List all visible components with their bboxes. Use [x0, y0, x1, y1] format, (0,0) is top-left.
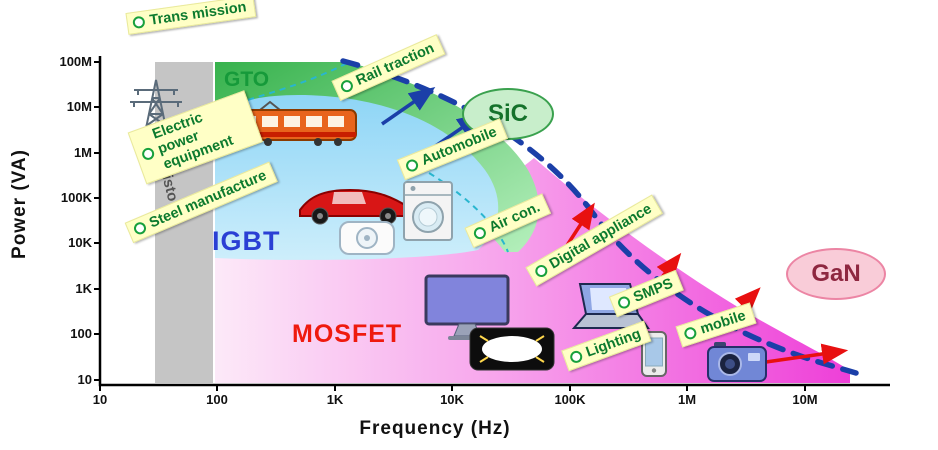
y-tick-100m: 100M [59, 54, 92, 69]
x-tick-1k: 1K [326, 392, 344, 407]
y-tick-marks [94, 61, 100, 381]
x-tick-100k: 100K [554, 392, 586, 407]
igbt-label: IGBT [212, 226, 281, 256]
smartphone-icon [641, 331, 667, 377]
bullet-icon [472, 225, 488, 242]
camera-icon [707, 342, 767, 382]
bullet-icon [339, 78, 355, 95]
bullet-icon [132, 15, 146, 30]
x-axis-label: Frequency (Hz) [359, 418, 511, 439]
x-tick-1m: 1M [677, 392, 697, 407]
y-axis-label: Power (VA) [9, 149, 30, 259]
y-tick-10k: 10K [68, 235, 92, 250]
bullet-icon [682, 325, 698, 341]
y-tick-100: 100 [70, 326, 92, 341]
bullet-icon [404, 157, 420, 174]
x-tick-10: 10 [92, 392, 108, 407]
air-conditioner-icon [339, 221, 395, 255]
x-tick-10k: 10K [440, 392, 464, 407]
y-tick-10: 10 [77, 372, 92, 387]
gan-badge: GaN [786, 248, 886, 300]
gto-label: GTO [224, 68, 270, 91]
bullet-icon [616, 294, 632, 311]
ceiling-light-icon [469, 327, 555, 371]
x-tick-10m: 10M [792, 392, 818, 407]
mosfet-label: MOSFET [292, 320, 403, 348]
x-tick-marks [99, 385, 806, 391]
y-tick-1m: 1M [73, 145, 92, 160]
bullet-icon [140, 146, 156, 162]
washing-machine-icon [403, 181, 453, 241]
y-tick-10m: 10M [66, 99, 92, 114]
bullet-icon [132, 220, 148, 237]
bullet-icon [533, 262, 550, 280]
gan-label: GaN [811, 260, 861, 287]
y-tick-1k: 1K [75, 281, 92, 296]
y-tick-100k: 100K [60, 190, 92, 205]
x-tick-100: 100 [206, 392, 228, 407]
bullet-icon [568, 349, 584, 365]
wedge-boundary-dashed [409, 161, 509, 253]
